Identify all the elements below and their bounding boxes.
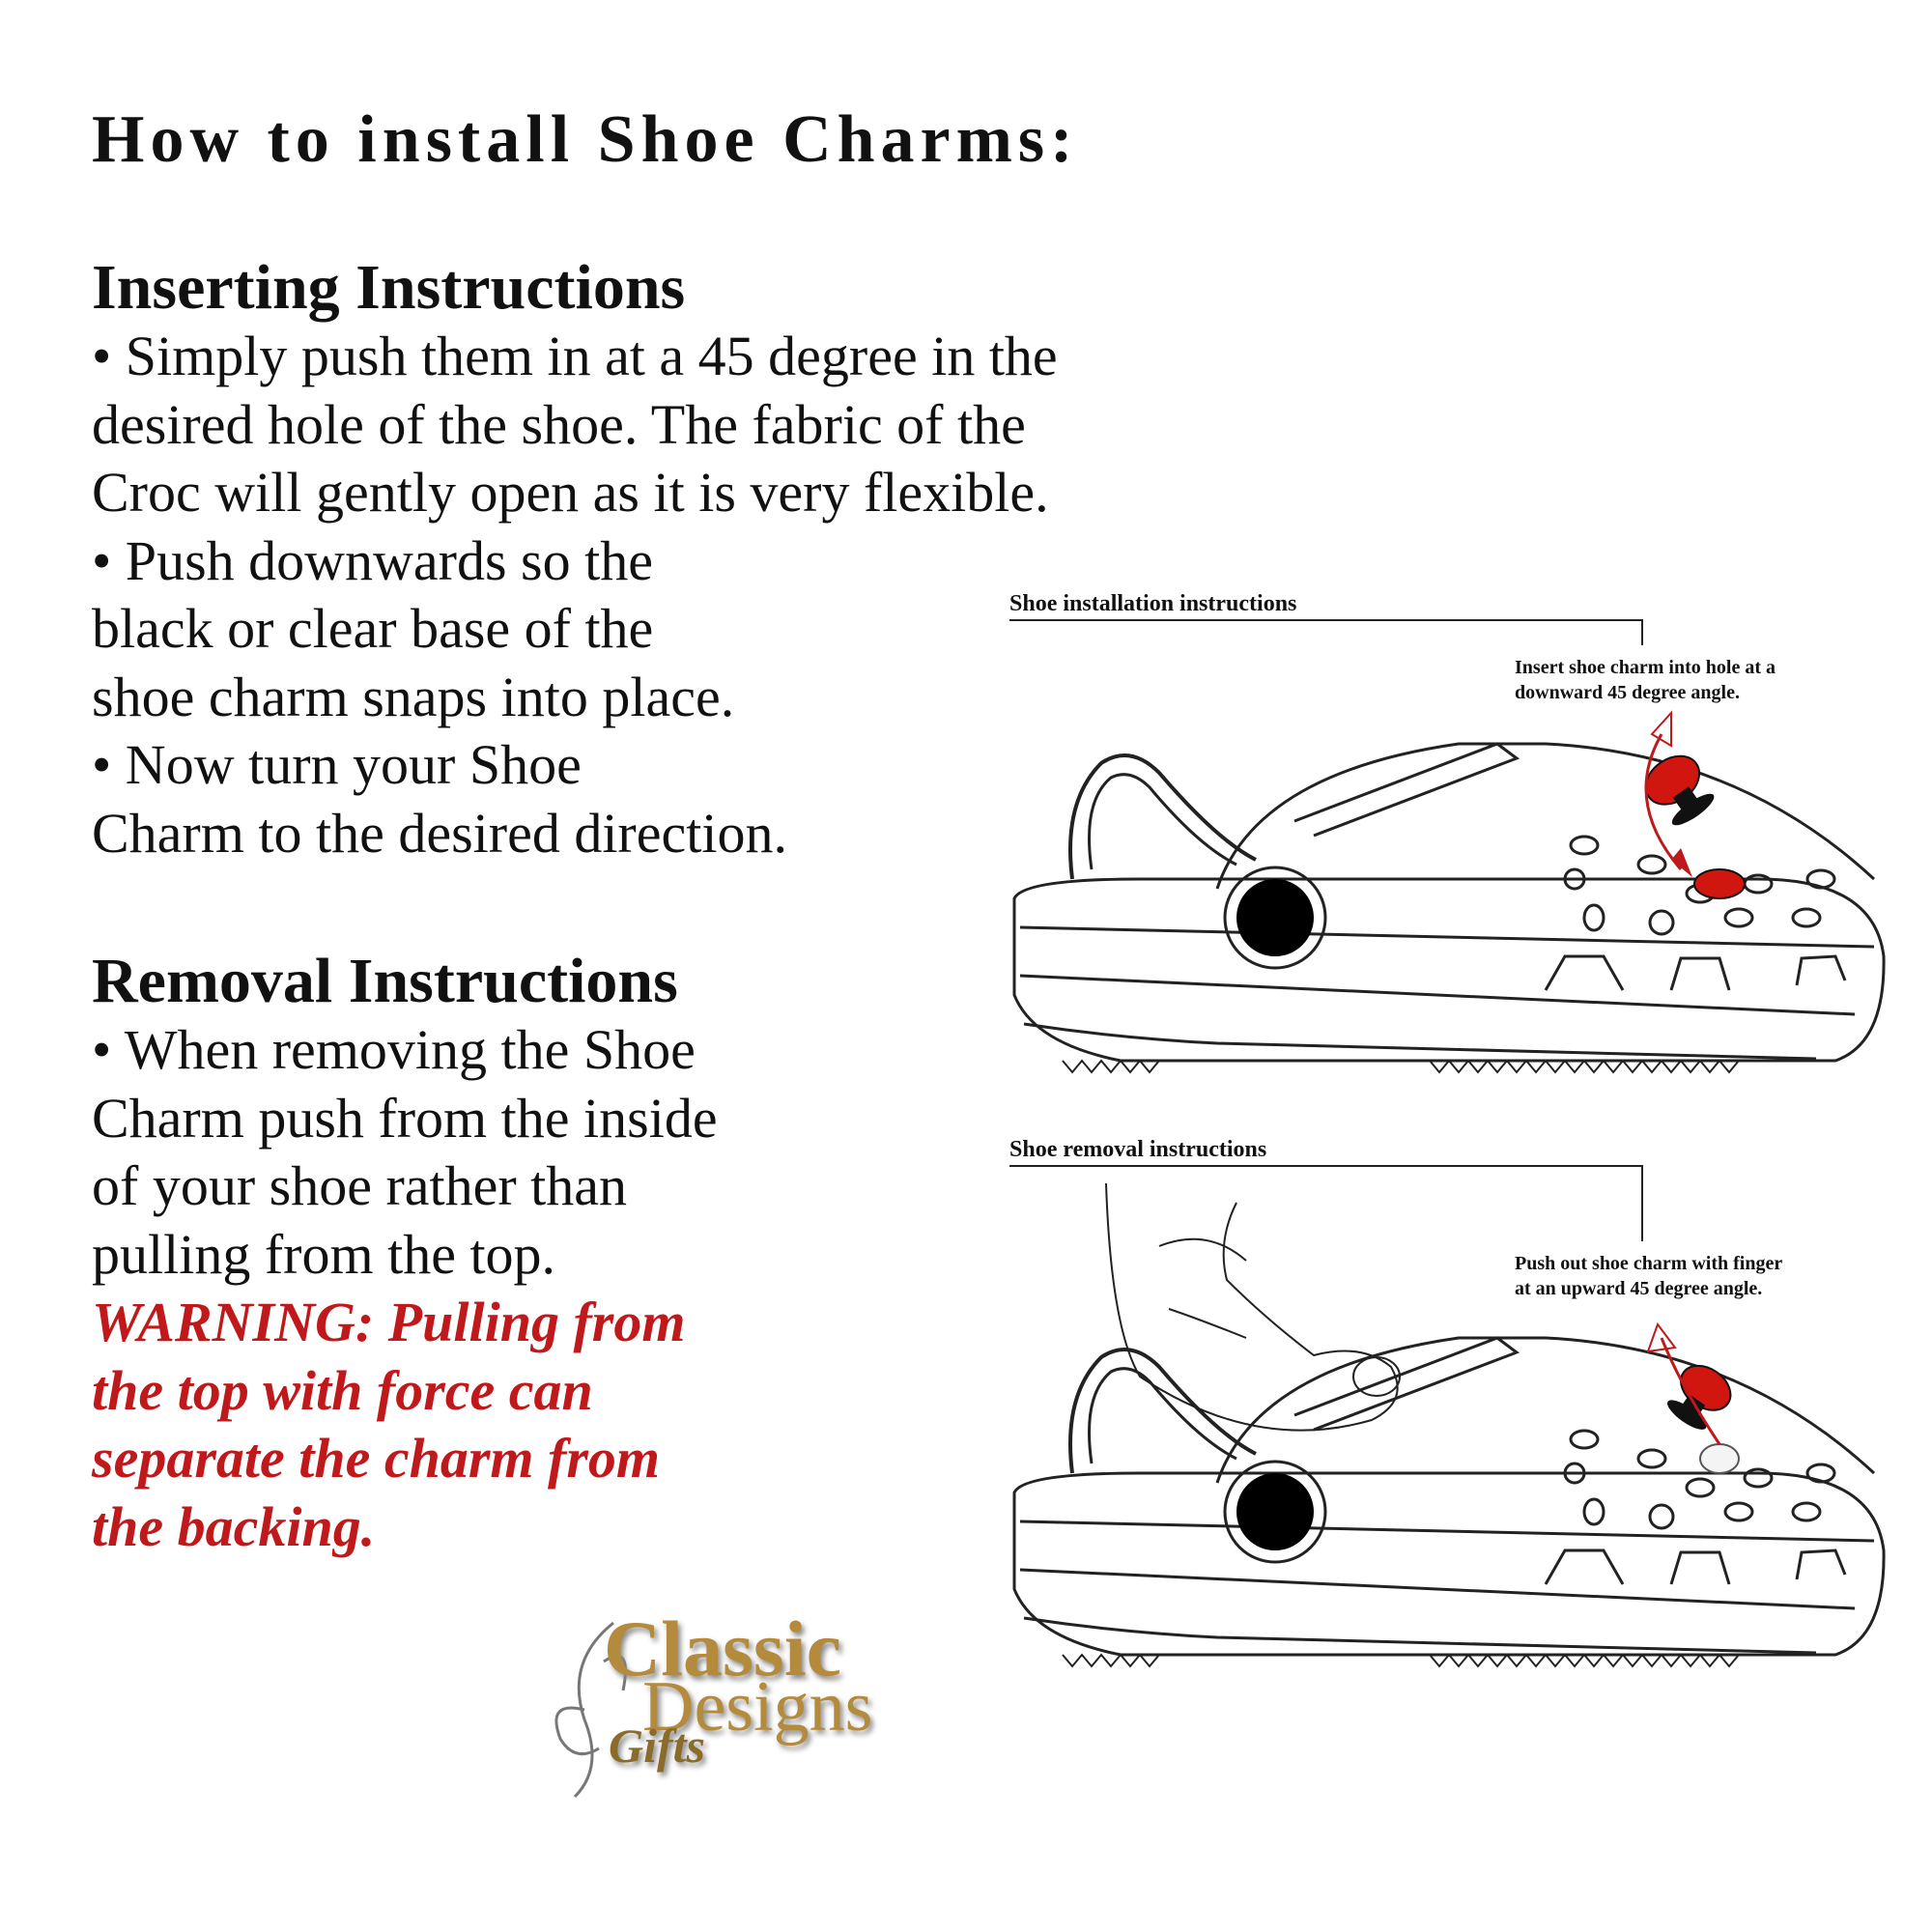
inserting-bullet-3: • Now turn your Shoe Charm to the desire… [92, 733, 787, 865]
removal-heading: Removal Instructions [92, 946, 678, 1016]
clog-strap [1068, 1348, 1257, 1474]
clog-upper [1215, 742, 1876, 890]
inserting-bullet-1: • Simply push them in at a 45 degree in … [92, 325, 1058, 524]
removal-callout-line [1009, 1165, 1643, 1241]
removal-diagram-note: Push out shoe charm with finger at an up… [1515, 1253, 1783, 1299]
shoe-hole [1569, 835, 1600, 856]
clog-removal-illustration [1009, 1165, 1886, 1668]
clog-rivet [1223, 1460, 1327, 1564]
removal-bullet-1: • When removing the Shoe Charm push from… [92, 1018, 718, 1286]
installed-charm [1693, 868, 1746, 899]
removal-diagram: Shoe removal instructions Push out shoe … [1005, 1135, 1913, 1676]
insert-arrow [1644, 733, 1683, 870]
charm-removed [1667, 1364, 1732, 1430]
logo-line-2: Designs [642, 1667, 873, 1747]
removal-diagram-label: Shoe removal instructions [1009, 1137, 1267, 1162]
install-diagram-label: Shoe installation instructions [1009, 591, 1297, 616]
logo-line-3: Gifts [609, 1719, 705, 1773]
install-diagram: Shoe installation instructions Insert sh… [1005, 589, 1913, 1092]
clog-strap [1068, 753, 1257, 880]
clog-sole [1012, 1471, 1886, 1657]
install-diagram-note: Insert shoe charm into hole at a downwar… [1515, 657, 1776, 703]
shoe-hole [1569, 1429, 1600, 1450]
hand-outline [1105, 1182, 1399, 1432]
inserting-heading: Inserting Instructions [92, 252, 686, 323]
clog-rivet [1223, 866, 1327, 970]
clog-upper [1215, 1336, 1876, 1484]
inserting-bullet-2: • Push downwards so the black or clear b… [92, 528, 735, 728]
install-callout-line [1009, 619, 1643, 645]
clog-sole [1012, 877, 1886, 1063]
removal-section: Removal Instructions • When removing the… [92, 947, 718, 1561]
removal-warning: WARNING: Pulling from the top with force… [92, 1291, 686, 1558]
logo-swirl-icon [554, 1621, 627, 1799]
brand-logo: Classic Designs Gifts [546, 1604, 923, 1816]
clog-install-illustration [1009, 619, 1886, 1074]
empty-hole [1699, 1443, 1740, 1474]
page-title: How to install Shoe Charms: [92, 102, 1079, 177]
logo-line-1: Classic [604, 1605, 841, 1692]
charm-moving [1644, 754, 1715, 826]
inserting-section: Inserting Instructions • Simply push the… [92, 253, 1058, 867]
